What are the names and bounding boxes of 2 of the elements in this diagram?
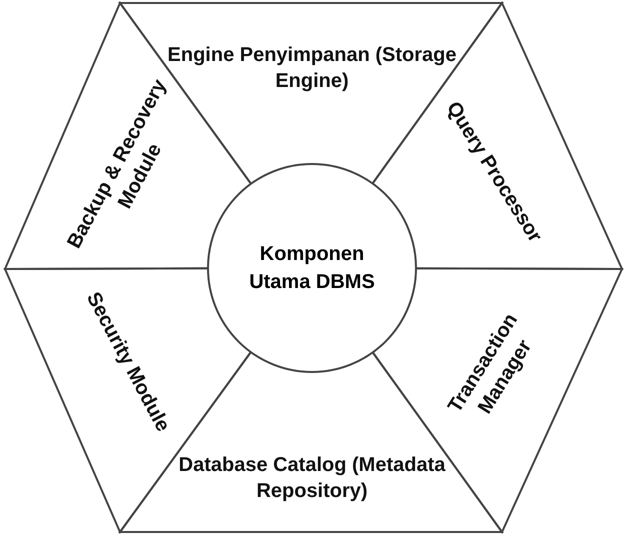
center-label: Komponen Utama DBMS: [248, 242, 376, 295]
segment-label: Database Catalog (Metadata Repository): [162, 452, 462, 504]
